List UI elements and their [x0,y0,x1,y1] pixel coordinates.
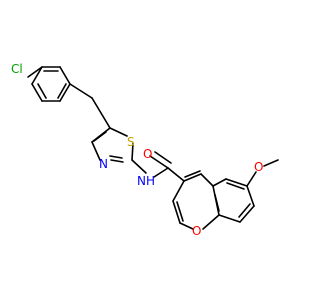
atom-o-carbonyl: O [143,147,152,161]
atom-labels: Cl S N NH O O O [11,62,263,238]
atom-o-methoxy: O [254,160,263,174]
bond-lines [27,66,279,230]
molecule-structure: Cl S N NH O O O [11,62,279,238]
atom-s: S [127,135,135,149]
atom-cl: Cl [11,62,23,76]
atom-n-ring: N [99,157,108,171]
molecule-canvas: Cl S N NH O O O [11,62,279,238]
atom-nh: NH [137,174,155,188]
atom-o-ring: O [192,224,201,238]
